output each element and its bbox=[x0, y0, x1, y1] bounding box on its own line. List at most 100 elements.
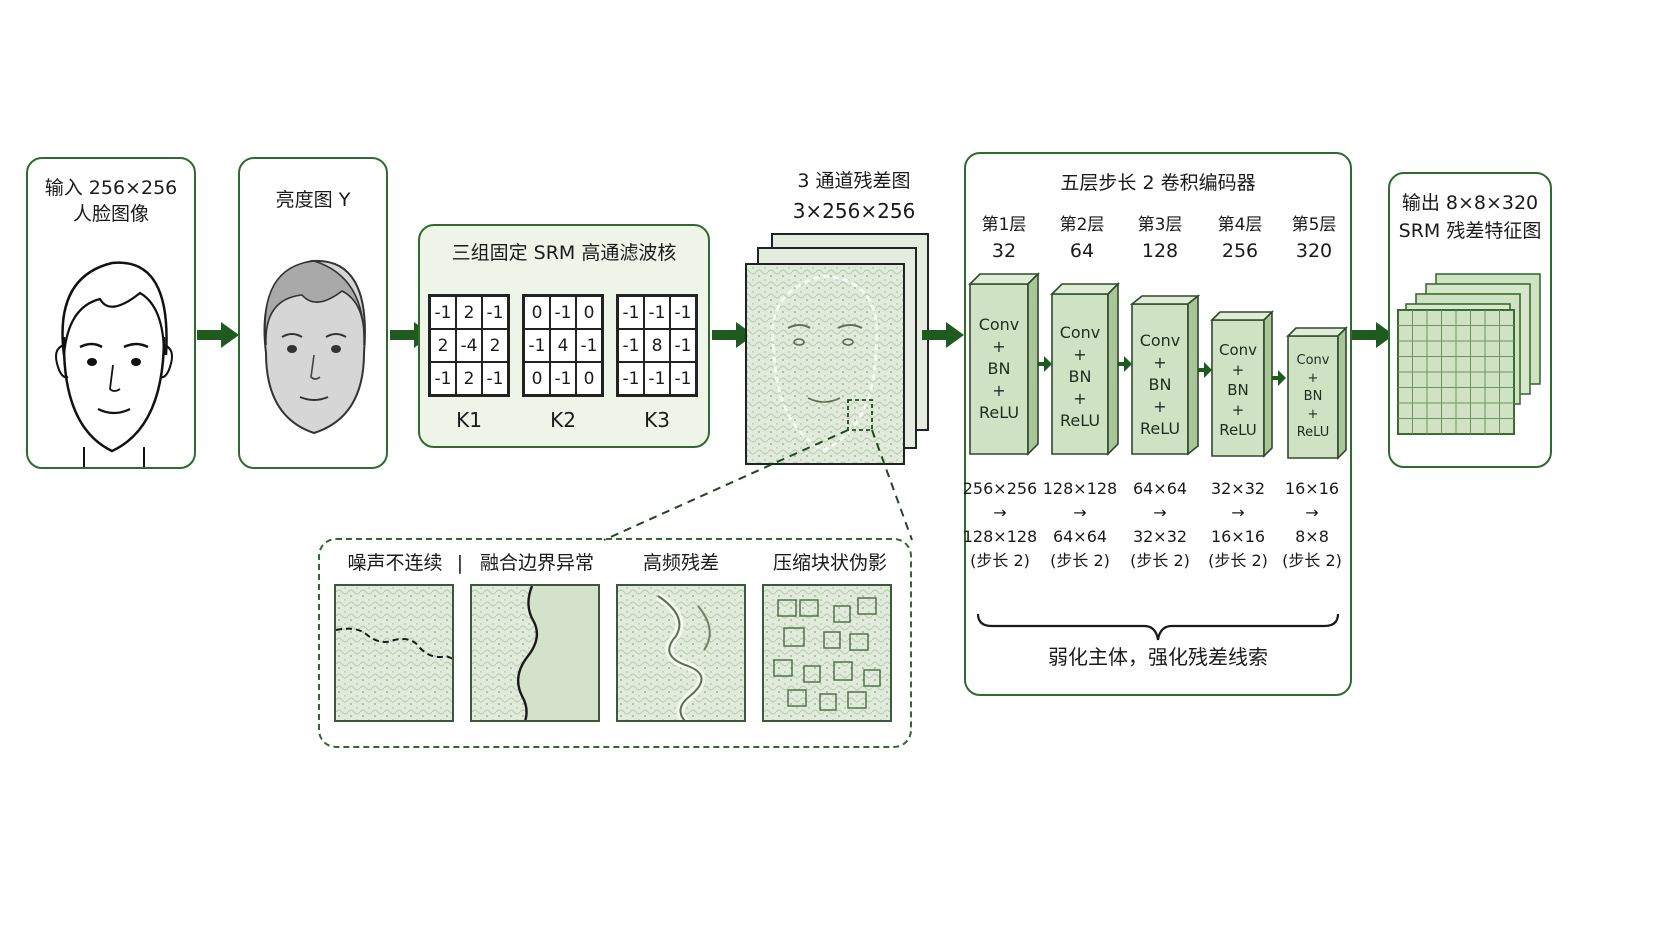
layer-4-arrow: → bbox=[1231, 503, 1245, 522]
layer-3-in: 64×64 bbox=[1132, 479, 1188, 498]
block-1-labels: Conv + BN + ReLU bbox=[970, 314, 1028, 424]
artifact-label-boundary: 融合边界异常 bbox=[479, 552, 594, 574]
encoder-summary: 弱化主体，强化残差线索 bbox=[1048, 645, 1268, 669]
layer-2-out: 64×64 bbox=[1052, 527, 1108, 546]
curly-brace bbox=[976, 613, 1340, 641]
block-4-plus: + bbox=[1231, 401, 1245, 419]
conv-encoder-card: 五层步长 2 卷积编码器 第1层 32 第2层 64 第3层 128 第4层 2… bbox=[963, 152, 1352, 696]
block-3-conv: Conv bbox=[1139, 331, 1181, 350]
kernel-cell: -1 bbox=[644, 296, 670, 329]
block-2-plus: + bbox=[1073, 345, 1087, 364]
block-2-relu: ReLU bbox=[1059, 411, 1101, 430]
kernel-cell: -1 bbox=[430, 296, 456, 329]
layer-4-in: 32×32 bbox=[1210, 479, 1266, 498]
block-3-plus: + bbox=[1153, 397, 1167, 416]
layer-3-dims: 64×64 → 32×32 (步长 2) bbox=[1116, 477, 1204, 573]
layer-1-name: 第1层 bbox=[981, 215, 1027, 235]
layer-3-channels: 128 bbox=[1141, 240, 1179, 262]
layer-3-out: 32×32 bbox=[1132, 527, 1188, 546]
layer-1-in: 256×256 bbox=[962, 479, 1038, 498]
kernel-cell: -1 bbox=[576, 329, 602, 362]
kernel-cell: -1 bbox=[550, 296, 576, 329]
block-3-bn: BN bbox=[1148, 375, 1172, 394]
kernel-cell: -1 bbox=[644, 362, 670, 395]
compression-block-artifact-patch bbox=[762, 584, 892, 722]
layer-5-channels: 320 bbox=[1295, 240, 1333, 262]
residual-map-stack bbox=[745, 233, 929, 465]
kernel-cell: -1 bbox=[618, 329, 644, 362]
kernel-cell: -1 bbox=[618, 362, 644, 395]
kernel-cell: 0 bbox=[524, 296, 550, 329]
artifact-label-noise: 噪声不连续 bbox=[347, 552, 443, 574]
layer-2-in: 128×128 bbox=[1042, 479, 1118, 498]
kernel-cell: -1 bbox=[482, 362, 508, 395]
layer-5-stride: (步长 2) bbox=[1282, 551, 1342, 570]
noise-discontinuity-patch bbox=[334, 584, 454, 722]
feature-map-stack bbox=[1397, 273, 1541, 435]
block-5-conv: Conv bbox=[1296, 353, 1330, 368]
block-1-bn: BN bbox=[987, 359, 1011, 378]
layer-5-dims: 16×16 → 8×8 (步长 2) bbox=[1268, 477, 1356, 573]
high-frequency-residual-patch bbox=[616, 584, 746, 722]
output-feature-card: 输出 8×8×320 SRM 残差特征图 bbox=[1388, 172, 1552, 468]
layer-4-channels: 256 bbox=[1221, 240, 1259, 262]
block-4-bn: BN bbox=[1227, 381, 1249, 399]
arrow-right-icon bbox=[1352, 322, 1394, 348]
residual-title-line1: 3 通道残差图 bbox=[797, 170, 911, 192]
layer-1-arrow: → bbox=[993, 503, 1007, 522]
block-1-relu: ReLU bbox=[978, 403, 1020, 422]
fusion-boundary-patch bbox=[470, 584, 600, 722]
layer-5-arrow: → bbox=[1305, 503, 1319, 522]
block-1-conv: Conv bbox=[978, 315, 1020, 334]
block-5-plus: + bbox=[1307, 407, 1319, 422]
kernel-cell: 0 bbox=[524, 362, 550, 395]
input-title-line1: 输入 256×256 bbox=[44, 177, 178, 199]
kernel-cell: -1 bbox=[670, 329, 696, 362]
kernel-label-k3: K3 bbox=[644, 408, 670, 432]
kernel-cell: 8 bbox=[644, 329, 670, 362]
face-line-drawing-icon bbox=[55, 261, 173, 467]
kernel-cell: -1 bbox=[550, 362, 576, 395]
kernel-cell: -1 bbox=[482, 296, 508, 329]
layer-2-channels: 64 bbox=[1069, 240, 1095, 262]
block-4-conv: Conv bbox=[1218, 341, 1258, 359]
kernel-cell: -1 bbox=[670, 296, 696, 329]
artifact-label-compression: 压缩块状伪影 bbox=[772, 552, 887, 574]
block-2-plus: + bbox=[1073, 389, 1087, 408]
block-3-labels: Conv + BN + ReLU bbox=[1132, 330, 1188, 440]
kernel-label-k1: K1 bbox=[456, 408, 482, 432]
input-image-card: 输入 256×256 人脸图像 bbox=[26, 157, 196, 469]
layer-4-out: 16×16 bbox=[1210, 527, 1266, 546]
srm-title: 三组固定 SRM 高通滤波核 bbox=[451, 242, 677, 264]
layer-5-name: 第5层 bbox=[1291, 215, 1337, 235]
layer-3-arrow: → bbox=[1153, 503, 1167, 522]
layer-2-dims: 128×128 → 64×64 (步长 2) bbox=[1036, 477, 1124, 573]
block-2-conv: Conv bbox=[1059, 323, 1101, 342]
block-4-plus: + bbox=[1231, 361, 1245, 379]
layer-4-name: 第4层 bbox=[1217, 215, 1263, 235]
layer-4-dims: 32×32 → 16×16 (步长 2) bbox=[1194, 477, 1282, 573]
arrow-right-icon bbox=[197, 322, 239, 348]
kernel-cell: -1 bbox=[524, 329, 550, 362]
input-title-line2: 人脸图像 bbox=[72, 203, 149, 225]
output-title-line1: 输出 8×8×320 bbox=[1401, 192, 1539, 214]
layer-5-out: 8×8 bbox=[1295, 527, 1329, 546]
srm-filter-card: 三组固定 SRM 高通滤波核 -1 2 -1 2 -4 2 -1 2 -1 0 … bbox=[418, 224, 710, 448]
kernel-matrix-k2: 0 -1 0 -1 4 -1 0 -1 0 bbox=[522, 294, 604, 397]
kernel-cell: 4 bbox=[550, 329, 576, 362]
block-5-bn: BN bbox=[1303, 389, 1323, 404]
arrow-right-icon bbox=[712, 322, 754, 348]
kernel-cell: -4 bbox=[456, 329, 482, 362]
layer-1-out: 128×128 bbox=[962, 527, 1038, 546]
kernel-cell: 2 bbox=[456, 362, 482, 395]
kernel-cell: -1 bbox=[618, 296, 644, 329]
layer-3-name: 第3层 bbox=[1137, 215, 1183, 235]
zoom-artifact-panel: 噪声不连续 | 融合边界异常 高频残差 压缩块状伪影 bbox=[318, 538, 912, 748]
arrow-right-icon bbox=[922, 322, 964, 348]
block-5-labels: Conv + BN + ReLU bbox=[1288, 352, 1338, 442]
layer-4-stride: (步长 2) bbox=[1208, 551, 1268, 570]
kernel-cell: 0 bbox=[576, 362, 602, 395]
block-3-plus: + bbox=[1153, 353, 1167, 372]
layer-2-stride: (步长 2) bbox=[1050, 551, 1110, 570]
layer-5-in: 16×16 bbox=[1284, 479, 1340, 498]
